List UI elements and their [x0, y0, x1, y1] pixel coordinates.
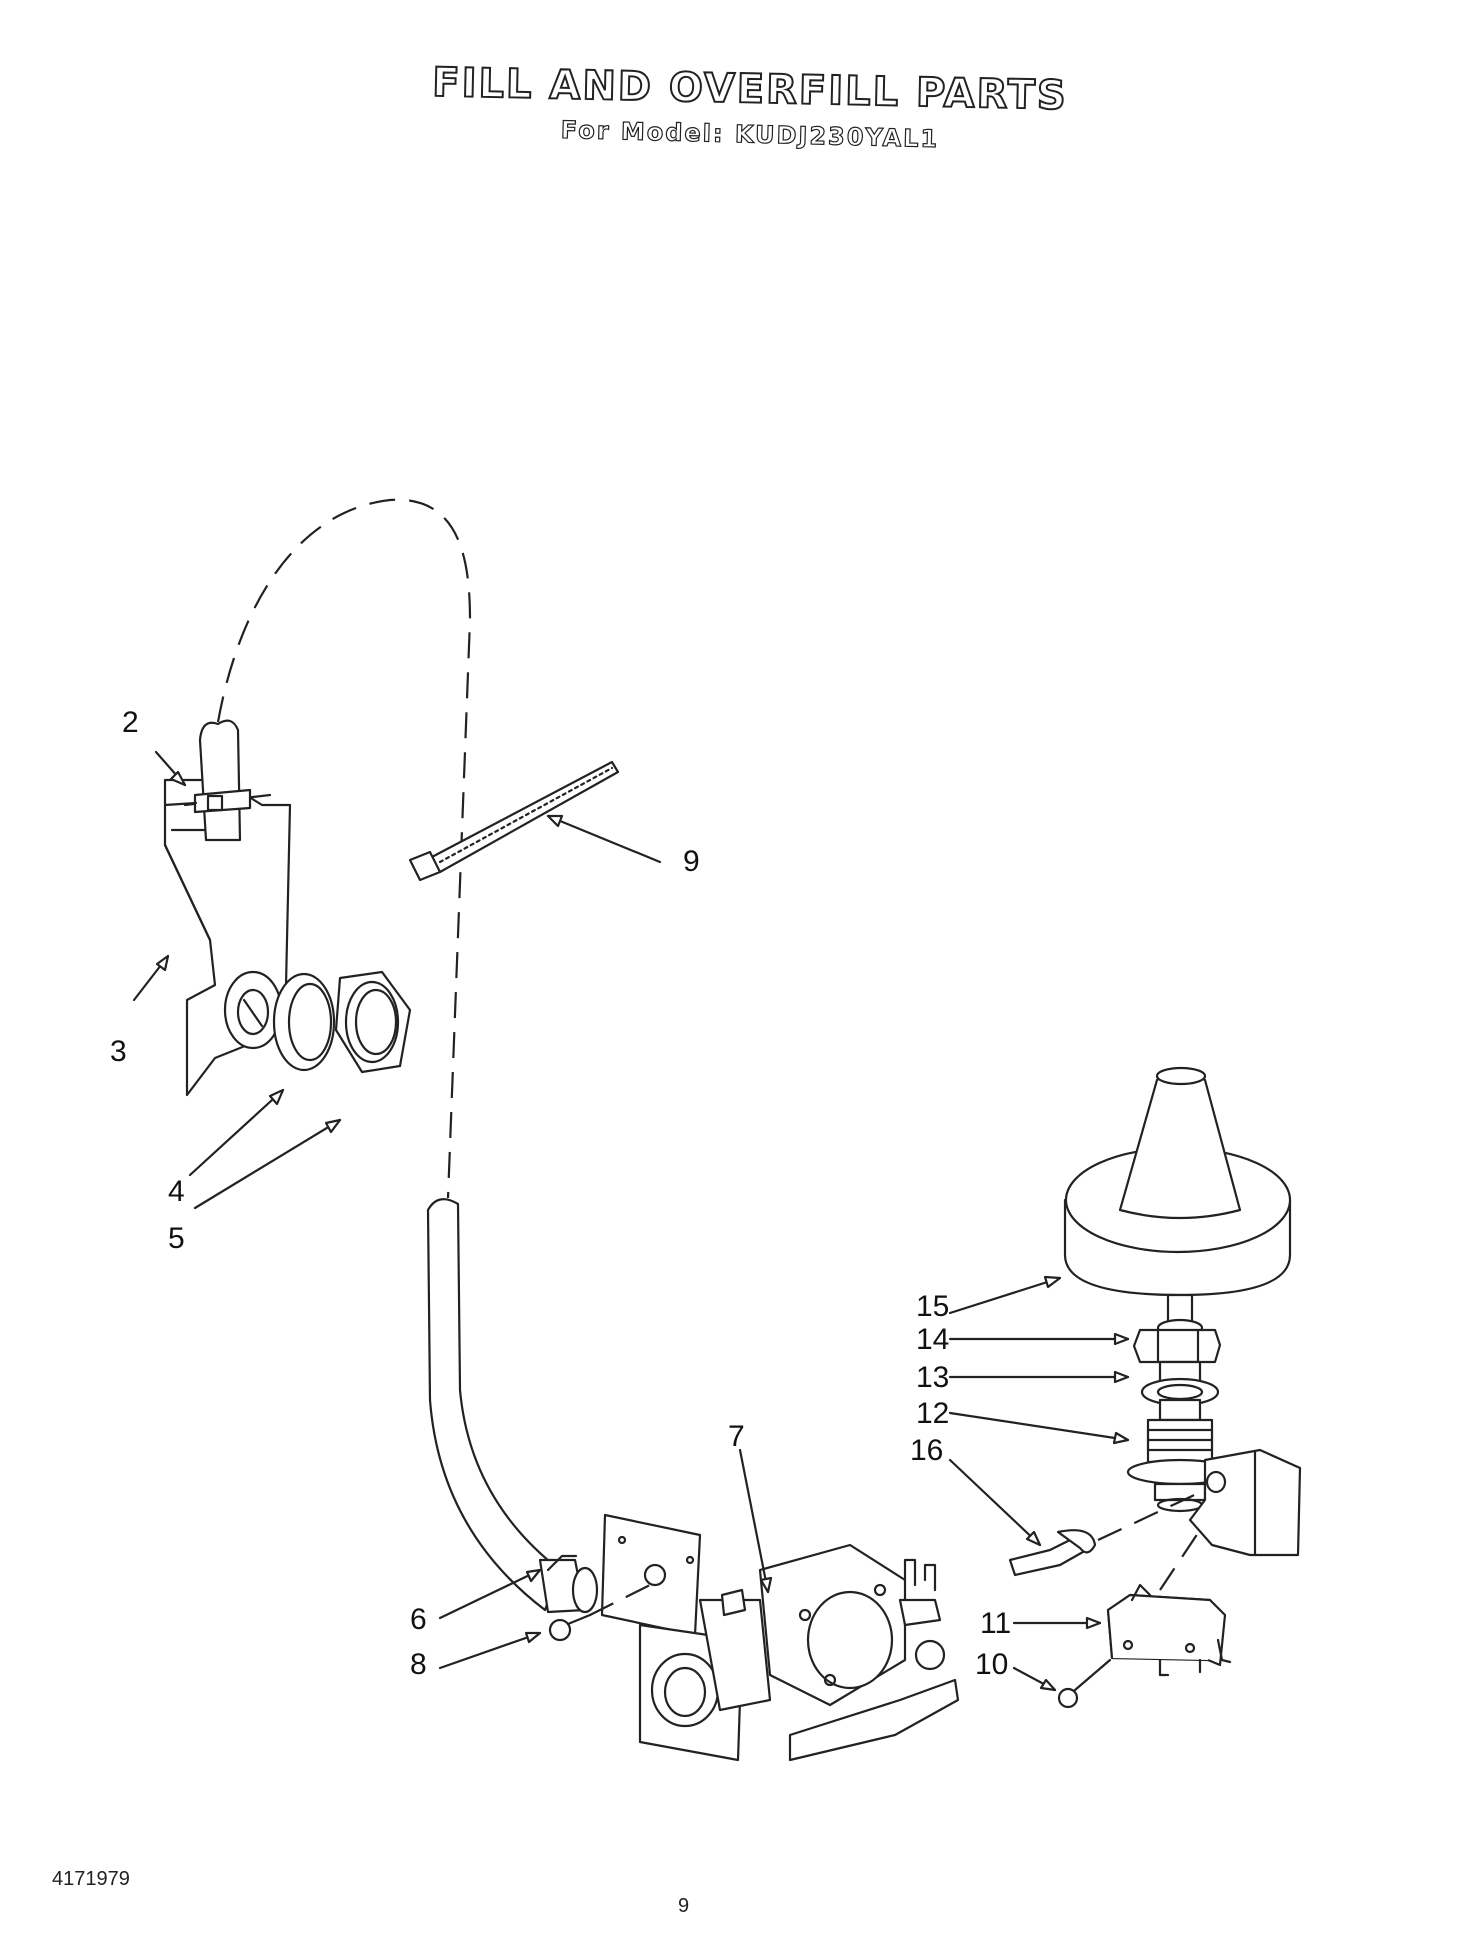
- callout-3: 3: [110, 1035, 127, 1068]
- callout-2: 2: [122, 706, 139, 739]
- part-14-float-nut: [1132, 1293, 1222, 1387]
- part-5-lock-nut: [334, 970, 412, 1074]
- part-16-lever-pin: [1008, 1489, 1206, 1577]
- callout-16: 16: [910, 1434, 944, 1467]
- callout-8: 8: [410, 1648, 427, 1681]
- callout-5: 5: [168, 1222, 185, 1255]
- part-8-screw: [548, 1579, 661, 1642]
- part-12-float-housing: [1126, 1398, 1302, 1557]
- callout-11: 11: [980, 1607, 1012, 1640]
- callout-14: 14: [916, 1323, 950, 1356]
- part-7-water-valve: [600, 1513, 960, 1762]
- part-13-washer: [1140, 1377, 1220, 1407]
- page-number: 9: [678, 1895, 690, 1917]
- part-2-hose-clamp: [163, 719, 252, 842]
- part-15-float: [1063, 1066, 1292, 1297]
- funnel-outlet-fitting: [223, 970, 283, 1050]
- leader-lines: [132, 750, 1130, 1692]
- part-4-gasket-ring: [272, 972, 336, 1072]
- callout-13: 13: [916, 1361, 950, 1394]
- callout-10: 10: [975, 1648, 1009, 1681]
- callout-12: 12: [916, 1397, 950, 1430]
- callout-9: 9: [683, 845, 700, 878]
- document-number: 4171979: [52, 1868, 130, 1890]
- part-9-cable-tie: [408, 760, 620, 882]
- part-10-screw: [1057, 1658, 1112, 1709]
- part-11-microswitch: [1106, 1529, 1232, 1677]
- callout-7: 7: [728, 1420, 745, 1453]
- hose-route-dashed-line: [216, 498, 472, 1199]
- callout-6: 6: [410, 1603, 427, 1636]
- callout-15: 15: [916, 1290, 950, 1323]
- callout-4: 4: [168, 1175, 185, 1208]
- part-6-fill-hose: [426, 1198, 599, 1614]
